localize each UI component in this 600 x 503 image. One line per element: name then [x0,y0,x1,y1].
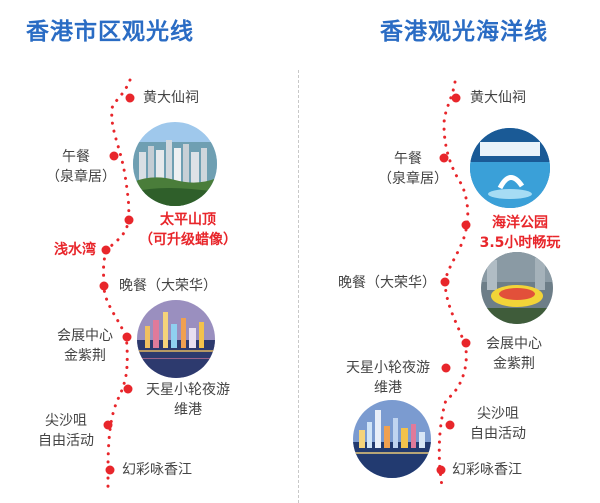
left-stop-star-ferry: 天星小轮夜游 维港 [138,380,238,420]
star-ferry-label: 天星小轮夜游 [346,360,430,376]
right-stop-dot [436,465,446,475]
right-stop-dot [441,363,451,373]
tst-label: 尖沙咀 [45,413,87,429]
right-stop-dot [440,277,450,287]
left-stop-dot [101,245,111,255]
right-stop-lunch: 午餐 （泉章居） [378,149,448,189]
right-stop-symphony: 幻彩咏香江 [452,462,522,478]
harbour-label: 维港 [374,380,402,396]
right-stop-ocean-park: 海洋公园 3.5小时畅玩 [470,213,570,253]
right-stop-dot [461,338,471,348]
free-time-label: 自由活动 [470,426,526,442]
ocean-park-photo-icon [470,128,550,208]
right-stop-dot [461,220,471,230]
peak-upgrade-label: （可升级蜡像） [139,232,237,248]
left-stop-wong-tai-sin: 黄大仙祠 [143,90,199,106]
left-stop-tst: 尖沙咀 自由活动 [30,411,102,451]
left-stop-repulse-bay: 浅水湾 [54,242,96,258]
harbour-night-photo-icon [353,400,431,478]
left-stop-dot [103,420,113,430]
right-stop-wong-tai-sin: 黄大仙祠 [470,90,526,106]
left-stop-dinner: 晚餐（大荣华） [119,278,217,294]
lunch-label: 午餐 [394,151,422,167]
left-stop-dot [122,332,132,342]
lunch-place-label: （泉章居） [46,169,116,185]
ocean-park-label: 海洋公园 [492,215,548,231]
convention-label: 会展中心 [486,336,542,352]
lunch-place-label: （泉章居） [378,171,448,187]
left-stop-dot [105,465,115,475]
city-skyline-photo-icon [133,122,217,206]
left-stop-dot [125,93,135,103]
right-stop-convention: 会展中心 金紫荆 [478,334,550,374]
left-stop-lunch: 午餐 （泉章居） [46,147,116,187]
left-stop-dot [109,151,119,161]
peak-label: 太平山顶 [160,212,216,228]
free-time-label: 自由活动 [38,433,94,449]
left-stop-symphony: 幻彩咏香江 [122,462,192,478]
right-title: 香港观光海洋线 [380,19,548,45]
right-stop-dot [439,153,449,163]
ride-photo-icon [481,252,553,324]
left-stop-dot [124,215,134,225]
left-stop-convention: 会展中心 金紫荆 [48,326,122,366]
harbour-night-photo-icon [137,300,215,378]
ocean-park-time-label: 3.5小时畅玩 [479,235,561,251]
tst-label: 尖沙咀 [477,406,519,422]
left-title: 香港市区观光线 [26,19,194,45]
right-stop-dot [451,93,461,103]
left-stop-dot [123,384,133,394]
left-stop-peak: 太平山顶 （可升级蜡像） [133,210,243,250]
right-stop-dot [445,420,455,430]
bauhinia-label: 金紫荆 [493,356,535,372]
divider [298,70,299,503]
lunch-label: 午餐 [62,149,90,165]
right-stop-tst: 尖沙咀 自由活动 [462,404,534,444]
bauhinia-label: 金紫荆 [64,348,106,364]
left-stop-dot [99,281,109,291]
star-ferry-label: 天星小轮夜游 [146,382,230,398]
convention-label: 会展中心 [57,328,113,344]
harbour-label: 维港 [174,402,202,418]
right-stop-star-ferry: 天星小轮夜游 维港 [338,358,438,398]
right-stop-dinner: 晚餐（大荣华） [338,275,436,291]
